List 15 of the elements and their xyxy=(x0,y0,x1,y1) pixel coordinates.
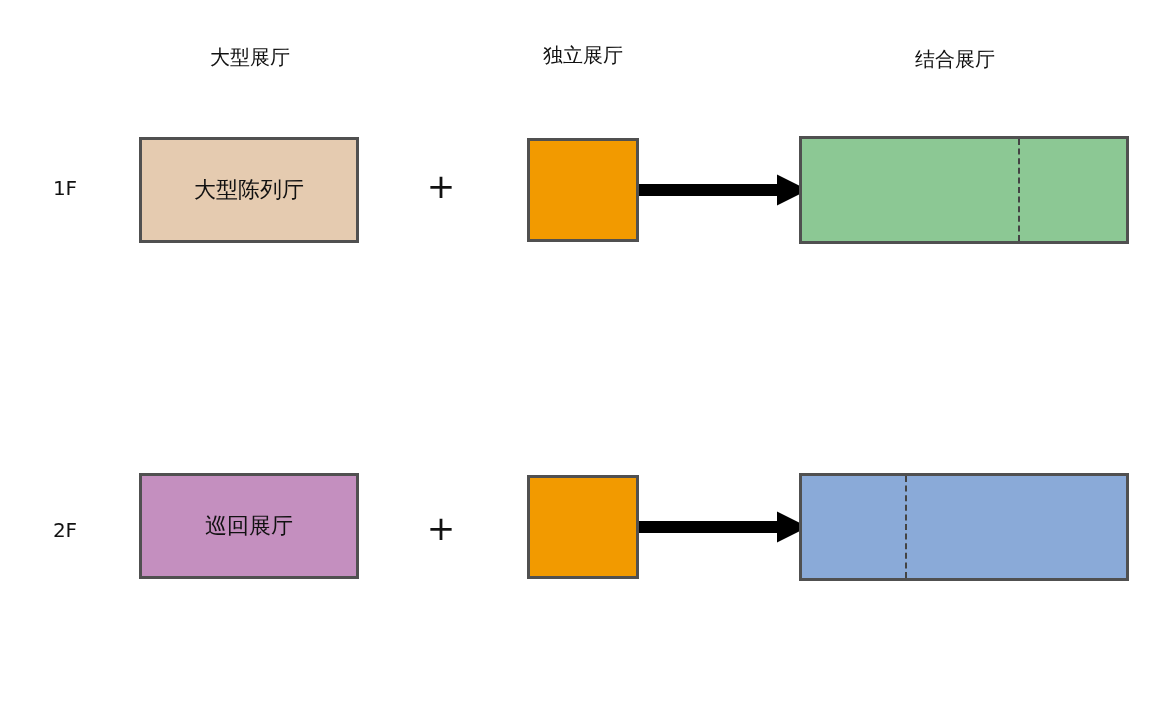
column-heading: 独立展厅 xyxy=(543,41,623,69)
floor-label: 1F xyxy=(52,176,78,200)
column-heading: 结合展厅 xyxy=(915,45,995,73)
hall-box xyxy=(799,473,1129,581)
hall-name: 巡回展厅 xyxy=(205,512,293,540)
exhibition-hall-box xyxy=(139,473,359,579)
hall-name: 大型陈列厅 xyxy=(194,176,304,204)
column-heading: 大型展厅 xyxy=(210,43,290,71)
floor-label: 2F xyxy=(52,518,78,542)
hall-box xyxy=(527,475,639,579)
hall-box xyxy=(527,138,639,242)
plus-sign: + xyxy=(426,166,456,206)
hall-box xyxy=(799,136,1129,244)
plus-sign: + xyxy=(426,508,456,548)
exhibition-hall-box xyxy=(139,137,359,243)
